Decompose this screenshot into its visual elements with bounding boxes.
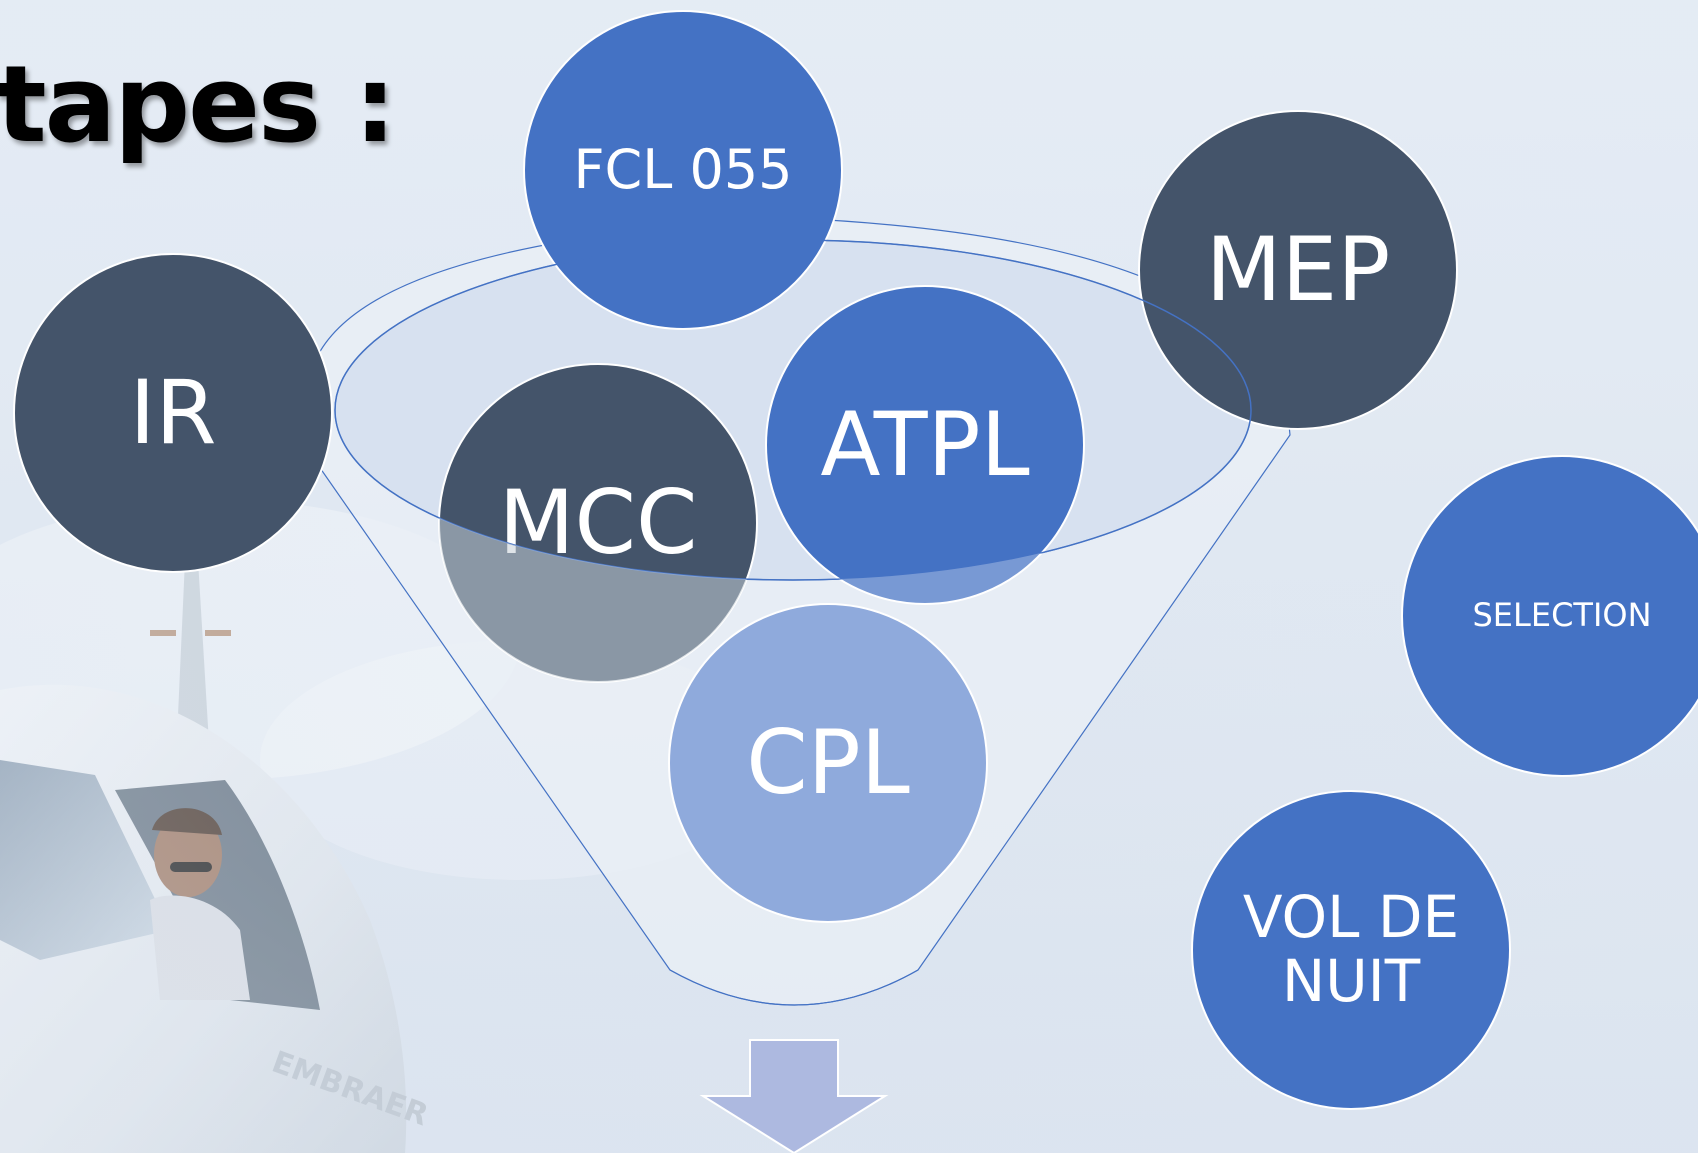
down-arrow-icon xyxy=(699,1039,889,1153)
circle-label: FCL 055 xyxy=(573,138,793,202)
circle-ir[interactable]: IR xyxy=(13,253,333,573)
circle-label: CPL xyxy=(746,710,910,814)
circle-label: SELECTION xyxy=(1472,596,1652,635)
slide-title: tapes : xyxy=(0,43,396,166)
funnel-bottom-curve xyxy=(669,969,919,1006)
circle-label: VOL DE NUIT xyxy=(1242,883,1460,1015)
circle-label: IR xyxy=(129,360,217,464)
circle-selection[interactable]: SELECTION xyxy=(1401,455,1698,777)
circle-vol-de-nuit[interactable]: VOL DE NUIT xyxy=(1191,790,1511,1110)
circle-cpl[interactable]: CPL xyxy=(668,603,988,923)
